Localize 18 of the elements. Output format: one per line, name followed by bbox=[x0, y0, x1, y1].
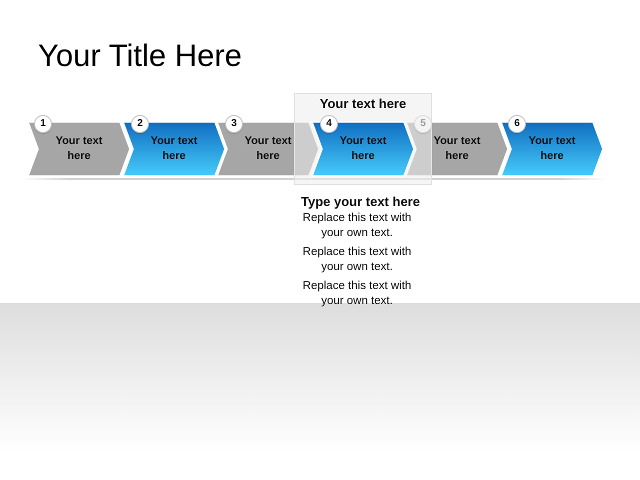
step-label: Your text here bbox=[432, 134, 482, 164]
step-number: 5 bbox=[414, 115, 432, 133]
step-label: Your text here bbox=[528, 134, 576, 164]
step-label: Your text here bbox=[150, 134, 198, 164]
panel-heading: Your text here bbox=[320, 96, 406, 112]
body-text: Replace this text with your own text. bbox=[302, 279, 412, 309]
slide-title: Your Title Here bbox=[38, 37, 242, 75]
step-label: Your text here bbox=[338, 134, 388, 164]
step-number: 4 bbox=[320, 115, 338, 133]
step-number: 1 bbox=[34, 115, 52, 133]
step-label: Your text here bbox=[54, 134, 104, 164]
body-text: Replace this text with your own text. bbox=[302, 211, 412, 241]
step-number: 3 bbox=[225, 115, 243, 133]
step-number: 2 bbox=[131, 115, 149, 133]
text-heading: Type your text here bbox=[301, 194, 420, 210]
step-label: Your text here bbox=[244, 134, 292, 164]
body-text: Replace this text with your own text. bbox=[302, 245, 412, 275]
step-number: 6 bbox=[508, 115, 526, 133]
